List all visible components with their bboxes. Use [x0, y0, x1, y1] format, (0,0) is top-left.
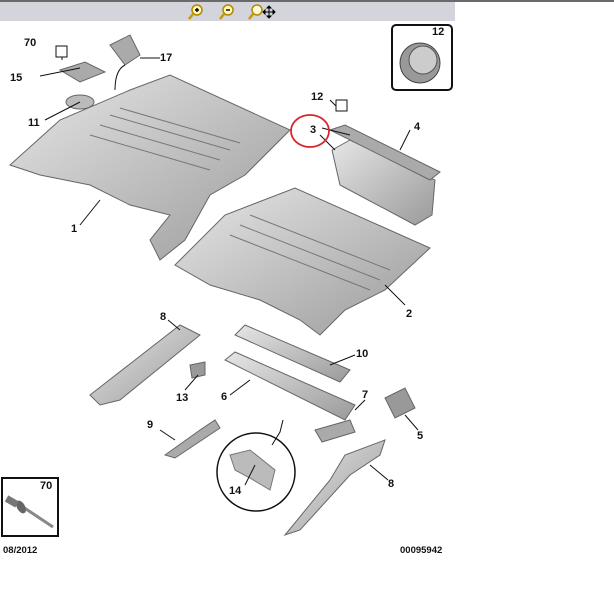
- top-border: [455, 0, 614, 2]
- diagram-reference: 00095942: [400, 545, 443, 556]
- zoom-toolbar: [0, 0, 455, 21]
- callout-box-70: [55, 45, 68, 58]
- diagram-date: 08/2012: [3, 545, 38, 556]
- part-8-upper[interactable]: [89, 324, 201, 406]
- part-8-lower[interactable]: [283, 439, 386, 537]
- part-5[interactable]: [384, 387, 416, 419]
- callout-17[interactable]: 17: [160, 52, 173, 64]
- callout-14[interactable]: 14: [229, 485, 242, 497]
- part-rear-panel[interactable]: [328, 124, 441, 226]
- zoom-in-button[interactable]: [187, 4, 205, 20]
- callout-8-lower[interactable]: 8: [388, 478, 395, 490]
- part-9[interactable]: [163, 419, 221, 459]
- callout-4[interactable]: 4: [414, 121, 421, 133]
- part-15[interactable]: [58, 61, 107, 83]
- rivet-icon: [4, 495, 54, 529]
- zoom-out-icon: [219, 4, 234, 20]
- callout-8-upper[interactable]: 8: [160, 311, 167, 323]
- callout-15[interactable]: 15: [10, 72, 23, 84]
- part-7[interactable]: [314, 419, 356, 443]
- callout-7[interactable]: 7: [362, 389, 369, 401]
- inset-label-12: 12: [432, 26, 445, 38]
- part-17[interactable]: [109, 34, 141, 66]
- callout-box-12: [335, 99, 348, 112]
- part-6[interactable]: [224, 351, 356, 421]
- callout-2[interactable]: 2: [406, 308, 413, 320]
- zoom-out-button[interactable]: [218, 4, 236, 20]
- inset-label-70: 70: [40, 480, 53, 492]
- callout-10[interactable]: 10: [356, 348, 369, 360]
- callout-6[interactable]: 6: [221, 391, 228, 403]
- highlight-circle: [290, 114, 330, 148]
- callout-11[interactable]: 11: [28, 117, 40, 129]
- zoom-pan-icon: [248, 4, 276, 20]
- part-13[interactable]: [189, 361, 206, 379]
- callout-9[interactable]: 9: [147, 419, 154, 431]
- callout-1[interactable]: 1: [71, 223, 78, 235]
- callout-13[interactable]: 13: [176, 392, 189, 404]
- part-10[interactable]: [234, 324, 351, 383]
- zoom-pan-button[interactable]: [245, 4, 277, 20]
- part-floor-2[interactable]: [174, 187, 431, 336]
- zoom-in-icon: [188, 4, 203, 20]
- callout-5[interactable]: 5: [417, 430, 424, 442]
- part-floor-1[interactable]: [9, 74, 291, 261]
- inset-box-70: [1, 477, 59, 537]
- detail-circle-14: [216, 432, 296, 512]
- callout-12[interactable]: 12: [311, 91, 324, 103]
- callout-70[interactable]: 70: [24, 37, 37, 49]
- callout-3[interactable]: 3: [310, 124, 317, 136]
